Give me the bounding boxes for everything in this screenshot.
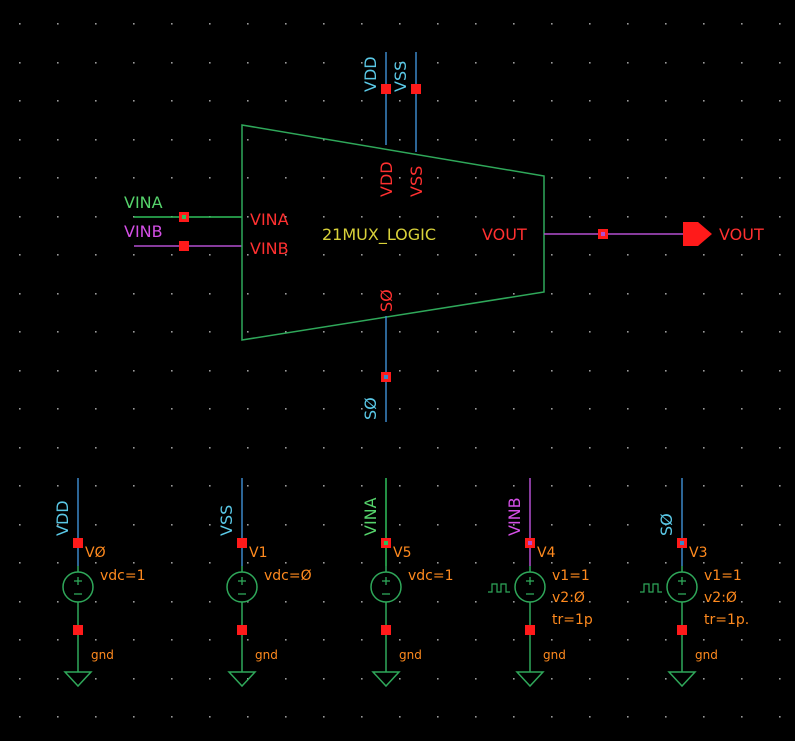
vina-net-label: VINA — [124, 193, 163, 212]
source-bottom-pin[interactable] — [525, 625, 535, 635]
mux-pin-vdd-label: VDD — [377, 161, 396, 197]
source-top-pin[interactable] — [237, 538, 247, 548]
source-parameter: v2:Ø — [704, 590, 737, 606]
mux-instance-name: 21MUX_LOGIC — [322, 225, 436, 245]
ground-icon — [667, 671, 697, 688]
source-net-label: VDD — [53, 500, 72, 536]
voltage-source-2[interactable]: VSS V1 vdc=Ø gnd — [217, 478, 312, 688]
source-parameter: v1=1 — [704, 568, 742, 584]
vdd-pin-marker[interactable] — [381, 84, 391, 94]
mux-pin-vinb-label: VINB — [250, 239, 289, 258]
voltage-source-5[interactable]: SØ V3 v1=1 v2:Ø tr=1p. gnd — [640, 478, 749, 688]
vinb-net-label: VINB — [124, 222, 163, 241]
voltage-source-4[interactable]: VINB V4 v1=1 v2:Ø tr=1p gnd — [488, 478, 593, 688]
pin-vina[interactable]: VINA — [124, 193, 242, 222]
source-top-pin[interactable] — [73, 538, 83, 548]
ground-label: gnd — [543, 648, 566, 662]
voltage-source-icon — [226, 571, 258, 603]
voltage-source-icon — [666, 571, 698, 603]
source-top-pin-dot — [528, 541, 532, 545]
source-parameter: vdc=Ø — [264, 568, 312, 584]
source-bottom-pin[interactable] — [73, 625, 83, 635]
vout-pin-dot — [601, 232, 605, 236]
ground-label: gnd — [255, 648, 278, 662]
vout-port-label: VOUT — [719, 225, 764, 244]
pulse-waveform-icon — [488, 583, 510, 593]
voltage-source-icon — [514, 571, 546, 603]
vinb-pin-marker[interactable] — [179, 241, 189, 251]
output-port-icon — [683, 222, 712, 246]
ground-icon — [63, 671, 93, 688]
mux-pin-s0-label: SØ — [377, 289, 396, 312]
ground-label: gnd — [91, 648, 114, 662]
ground-label: gnd — [695, 648, 718, 662]
source-parameter: v1=1 — [552, 568, 590, 584]
pin-vinb[interactable]: VINB — [124, 222, 242, 251]
pulse-waveform-icon — [640, 583, 662, 593]
grid-dots — [19, 23, 781, 718]
source-top-pin-dot — [680, 541, 684, 545]
source-instance-name: V5 — [393, 545, 411, 561]
source-instance-name: V4 — [537, 545, 556, 561]
source-instance-name: VØ — [85, 545, 106, 561]
ground-icon — [515, 671, 545, 688]
vdd-net-label: VDD — [361, 56, 380, 92]
mux-body — [241, 124, 545, 341]
mux-pin-vina-label: VINA — [250, 210, 289, 229]
source-instance-name: V1 — [249, 545, 267, 561]
s0-pin-dot — [384, 375, 388, 379]
source-bottom-pin[interactable] — [237, 625, 247, 635]
ground-icon — [227, 671, 257, 688]
ground-icon — [371, 671, 401, 688]
mux-pin-vss-label: VSS — [407, 166, 426, 197]
source-parameter: vdc=1 — [408, 568, 454, 584]
source-parameter: v2:Ø — [552, 590, 585, 606]
pin-s0[interactable]: SØ — [361, 316, 391, 422]
source-parameter: vdc=1 — [100, 568, 146, 584]
source-net-label: VSS — [217, 505, 236, 536]
voltage-source-1[interactable]: VDD VØ vdc=1 gnd — [53, 478, 146, 688]
source-net-label: SØ — [657, 513, 676, 536]
source-instance-name: V3 — [689, 545, 707, 561]
voltage-sources: VDD VØ vdc=1 gnd VSS V1 vdc=Ø gnd VINA V5 vdc=1 gnd… — [53, 478, 749, 688]
voltage-source-3[interactable]: VINA V5 vdc=1 gnd — [361, 478, 454, 688]
mux-symbol[interactable]: 21MUX_LOGIC VINA VINB VOUT VDD VSS SØ — [241, 124, 545, 341]
mux-pin-vout-label: VOUT — [482, 225, 527, 244]
s0-net-label: SØ — [361, 397, 380, 420]
source-top-pin-dot — [384, 541, 388, 545]
pin-vss[interactable]: VSS — [391, 52, 421, 152]
source-net-label: VINA — [361, 497, 380, 536]
vss-pin-marker[interactable] — [411, 84, 421, 94]
source-parameter: tr=1p — [552, 612, 593, 628]
vss-net-label: VSS — [391, 61, 410, 92]
source-bottom-pin[interactable] — [381, 625, 391, 635]
pin-vout[interactable]: VOUT — [544, 222, 764, 246]
ground-label: gnd — [399, 648, 422, 662]
source-net-label: VINB — [505, 497, 524, 536]
voltage-source-icon — [370, 571, 402, 603]
pin-vdd[interactable]: VDD — [361, 52, 391, 145]
source-parameter: tr=1p. — [704, 612, 749, 628]
source-bottom-pin[interactable] — [677, 625, 687, 635]
voltage-source-icon — [62, 571, 94, 603]
vina-pin-dot — [182, 215, 186, 219]
